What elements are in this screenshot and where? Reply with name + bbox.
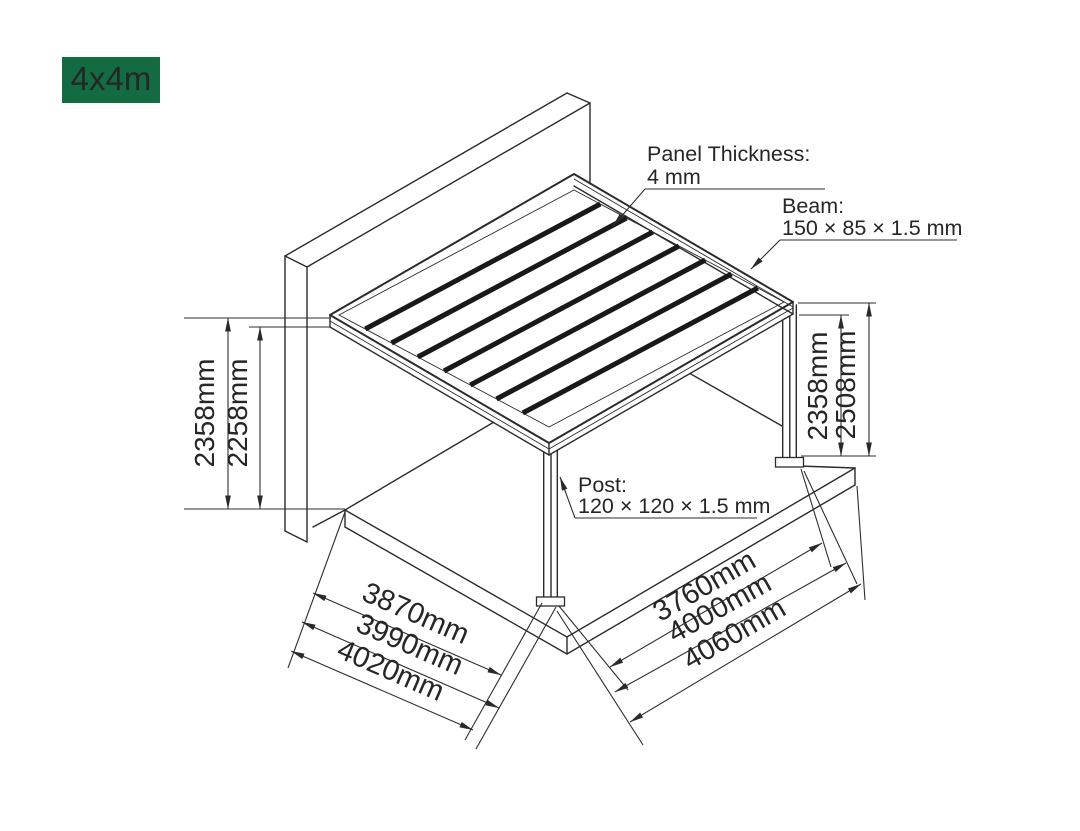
wall-bottom-cap bbox=[284, 530, 308, 543]
roof-fascia-bottom-sw bbox=[329, 326, 550, 456]
roof-stripe-4 bbox=[442, 243, 681, 374]
roof-fascia-bottom-ne bbox=[573, 185, 794, 315]
callout-post-value: 120 × 120 × 1.5 mm bbox=[578, 494, 770, 518]
floor-front-left-bottom-edge bbox=[344, 526, 568, 655]
callout-beam-leader bbox=[750, 239, 781, 270]
dim-bl-ext-post-1 bbox=[464, 602, 543, 741]
dim-right-label-1: 2358mm bbox=[802, 332, 833, 441]
callout-beam: Beam: 150 × 85 × 1.5 mm bbox=[750, 194, 962, 270]
roof-panel-stripes bbox=[364, 201, 759, 416]
dim-left-label-2: 2258mm bbox=[222, 359, 253, 468]
wall-top-right-cap bbox=[566, 92, 591, 104]
roof-fascia-mid-ne bbox=[573, 178, 794, 308]
dim-left-label-1: 2358mm bbox=[189, 359, 220, 468]
size-badge: 4x4m bbox=[62, 57, 160, 103]
callout-post: Post: 120 × 120 × 1.5 mm bbox=[559, 473, 770, 519]
callout-beam-value: 150 × 85 × 1.5 mm bbox=[782, 216, 962, 240]
roof-fascia-bottom-se bbox=[548, 313, 794, 456]
right-post-base-plate bbox=[774, 456, 805, 468]
dim-right-label-2: 2508mm bbox=[830, 331, 861, 440]
roof-stripe-3 bbox=[416, 229, 654, 360]
dim-br-ext-rightpost-1 bbox=[800, 468, 832, 568]
dim-br-line-3 bbox=[629, 583, 862, 723]
callout-beam-title: Beam: bbox=[782, 194, 844, 218]
roof-top-outline bbox=[329, 173, 794, 444]
dim-br-ext-floor-corner bbox=[856, 485, 866, 601]
floor-edge-post-to-right-corner bbox=[798, 465, 856, 469]
floor-wall-junction bbox=[312, 509, 346, 528]
roof-fascia-mid-sw bbox=[329, 320, 550, 450]
callout-post-title: Post: bbox=[578, 473, 627, 497]
callout-panel-value: 4 mm bbox=[647, 165, 701, 189]
size-badge-label: 4x4m bbox=[71, 60, 152, 97]
callout-post-leader bbox=[559, 476, 576, 519]
wall-top-back-edge bbox=[284, 92, 568, 257]
floor-back-left-edge bbox=[344, 421, 495, 511]
roof bbox=[329, 173, 794, 456]
size-badge-background bbox=[62, 57, 160, 103]
wall-top-front-edge bbox=[306, 102, 591, 268]
dim-group-right: 2358mm 2508mm bbox=[798, 302, 876, 457]
callout-panel-leader bbox=[612, 188, 646, 227]
dim-bl-ext-floor-corner bbox=[287, 511, 346, 669]
callout-panel-thickness: Panel Thickness: 4 mm bbox=[612, 142, 825, 227]
callout-panel-title: Panel Thickness: bbox=[647, 142, 810, 166]
roof-fascia-mid-se bbox=[548, 307, 794, 450]
roof-inner-frame bbox=[338, 189, 785, 428]
floor-front-left-fill bbox=[345, 510, 567, 654]
roof-stripe-2 bbox=[390, 215, 628, 346]
floor-front-left-top-edge bbox=[344, 509, 568, 638]
dim-br-ext-rightpost-2 bbox=[803, 470, 858, 585]
front-post bbox=[535, 441, 566, 607]
right-post bbox=[774, 303, 805, 468]
roof-stripe-1 bbox=[364, 201, 602, 332]
front-post-base-plate bbox=[535, 596, 566, 607]
dim-br-ext-post-2 bbox=[556, 610, 644, 746]
dim-bl-ext-post-2 bbox=[475, 606, 557, 750]
roof-stripe-5 bbox=[469, 257, 707, 388]
wall-top-left-cap bbox=[284, 255, 308, 268]
dim-group-left: 2358mm 2258mm bbox=[184, 317, 345, 510]
floor-top-fill bbox=[345, 341, 855, 637]
roof-stripe-6 bbox=[495, 271, 733, 402]
dim-bl-line-3 bbox=[290, 650, 474, 731]
roof-stripe-7 bbox=[521, 285, 759, 416]
